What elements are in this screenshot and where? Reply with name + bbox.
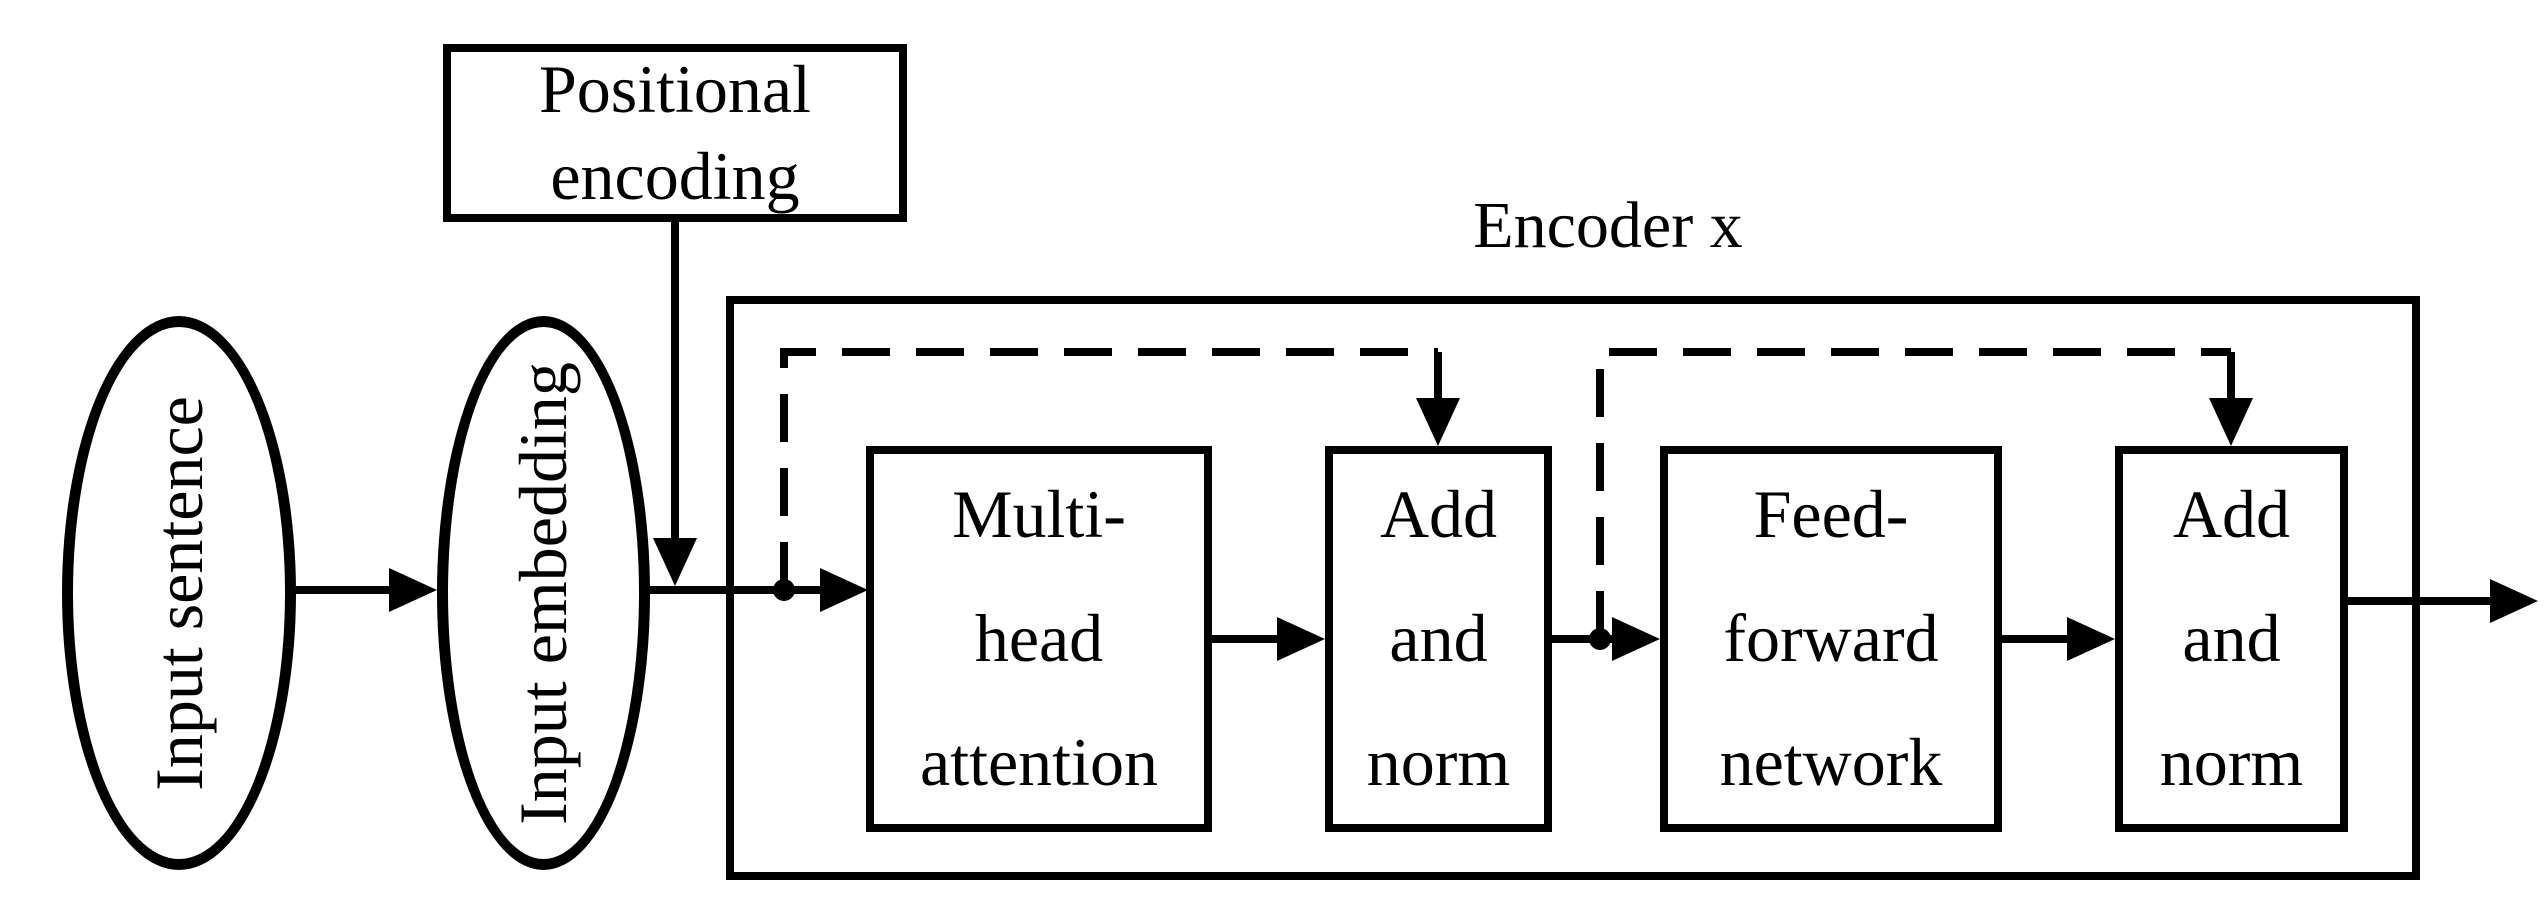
addnorm1-label-line1: Add	[1379, 476, 1498, 553]
addnorm2-label-line1: Add	[2172, 476, 2291, 553]
ffn-label-line1: Feed-	[1753, 476, 1909, 553]
encoder-title: Encoder x	[1473, 189, 1743, 262]
node-positional-encoding: Positional encoding	[443, 44, 907, 222]
node-input-embedding: Input embedding	[437, 316, 650, 870]
junction-dot-2	[1589, 628, 1611, 650]
arrowhead-residual-1	[1416, 398, 1460, 446]
mha-label-line1: Multi-	[952, 476, 1126, 553]
positional-encoding-label-line2: encoding	[550, 138, 800, 214]
addnorm2-label-line2: and	[2182, 600, 2281, 677]
arrowhead-positional-encoding	[653, 538, 697, 586]
ffn-label-line3: network	[1719, 723, 1943, 800]
addnorm1-label-line2: and	[1389, 600, 1488, 677]
node-multi-head-attention: Multi- head attention	[866, 446, 1212, 832]
arrowhead-addnorm1-to-ffn	[1612, 617, 1660, 661]
addnorm1-label-line3: norm	[1366, 723, 1511, 800]
input-embedding-label: Input embedding	[505, 361, 581, 825]
addnorm2-label-line3: norm	[2159, 723, 2304, 800]
arrowhead-sentence-to-embedding	[389, 568, 437, 612]
arrowhead-mha-to-addnorm1	[1277, 617, 1325, 661]
encoder-container-box	[726, 296, 2420, 880]
residual-1-dashed-line	[780, 348, 1438, 590]
arrowhead-residual-2	[2209, 398, 2253, 446]
mha-label-line2: head	[974, 600, 1104, 677]
residual-2-dashed-line	[1596, 348, 2231, 639]
arrowhead-ffn-to-addnorm2	[2067, 617, 2115, 661]
mha-label-line3: attention	[920, 723, 1158, 800]
node-add-and-norm-2: Add and norm	[2115, 446, 2348, 832]
arrowhead-embedding-to-mha	[820, 568, 868, 612]
input-sentence-label: Input sentence	[140, 395, 217, 791]
node-add-and-norm-1: Add and norm	[1325, 446, 1552, 832]
node-feed-forward-network: Feed- forward network	[1660, 446, 2002, 832]
ffn-label-line2: forward	[1723, 600, 1939, 677]
arrowhead-output	[2490, 579, 2538, 623]
positional-encoding-label-line1: Positional	[538, 50, 812, 127]
junction-dot-1	[773, 579, 795, 601]
node-input-sentence: Input sentence	[62, 316, 296, 870]
